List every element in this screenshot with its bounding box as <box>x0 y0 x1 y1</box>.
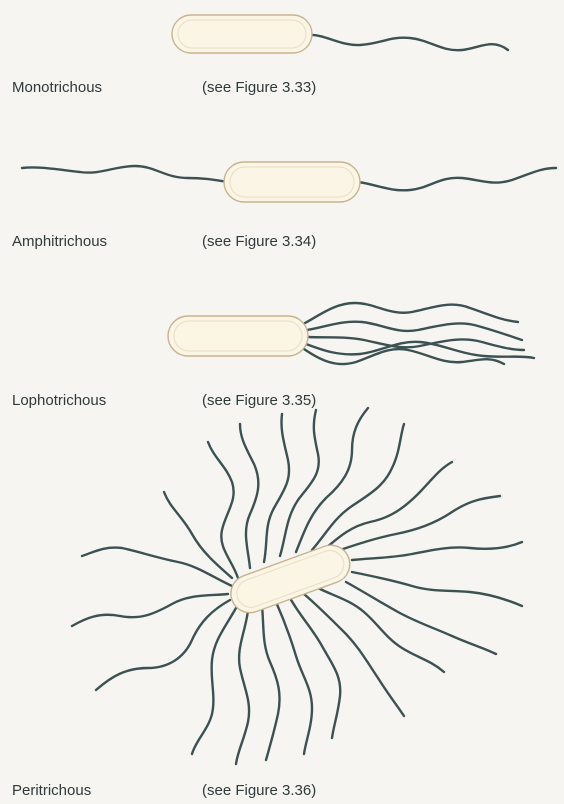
peritrichous-flagellum <box>352 542 522 560</box>
monotrichous-bacterium <box>172 15 508 53</box>
lophotrichous-flagellum-5 <box>304 349 504 364</box>
monotrichous-flagellum <box>309 35 508 50</box>
amphitrichous-flagellum-left <box>22 166 228 182</box>
lophotrichous-cell-body <box>168 316 308 356</box>
lophotrichous-flagellum-3 <box>308 337 524 350</box>
amphitrichous-figure-reference: (see Figure 3.34) <box>202 234 316 249</box>
peritrichous-flagellum <box>264 414 289 562</box>
amphitrichous-flagellum-right <box>358 168 556 190</box>
peritrichous-flagellum <box>96 600 230 690</box>
peritrichous-bacterium <box>72 408 522 764</box>
peritrichous-flagellum <box>240 424 258 568</box>
monotrichous-figure-reference: (see Figure 3.33) <box>202 80 316 95</box>
peritrichous-flagellum <box>312 424 404 550</box>
lophotrichous-flagellum-4 <box>306 342 534 358</box>
amphitrichous-label: Amphitrichous <box>12 234 107 249</box>
peritrichous-flagellum <box>262 606 280 760</box>
peritrichous-flagellum <box>304 594 404 716</box>
peritrichous-flagellum <box>236 610 249 764</box>
monotrichous-cell-body <box>172 15 312 53</box>
peritrichous-flagellum <box>290 598 340 738</box>
peritrichous-label: Peritrichous <box>12 783 91 798</box>
amphitrichous-bacterium <box>22 162 556 202</box>
lophotrichous-bacterium <box>168 303 534 364</box>
peritrichous-figure-reference: (see Figure 3.36) <box>202 783 316 798</box>
amphitrichous-cell-body <box>224 162 360 202</box>
peritrichous-flagellum <box>318 588 444 672</box>
lophotrichous-figure-reference: (see Figure 3.35) <box>202 393 316 408</box>
peritrichous-flagellum <box>296 408 368 552</box>
lophotrichous-label: Lophotrichous <box>12 393 106 408</box>
peritrichous-flagellum <box>82 548 232 586</box>
peritrichous-flagellum <box>208 442 238 578</box>
lophotrichous-flagellum-1 <box>305 303 518 323</box>
monotrichous-label: Monotrichous <box>12 80 102 95</box>
